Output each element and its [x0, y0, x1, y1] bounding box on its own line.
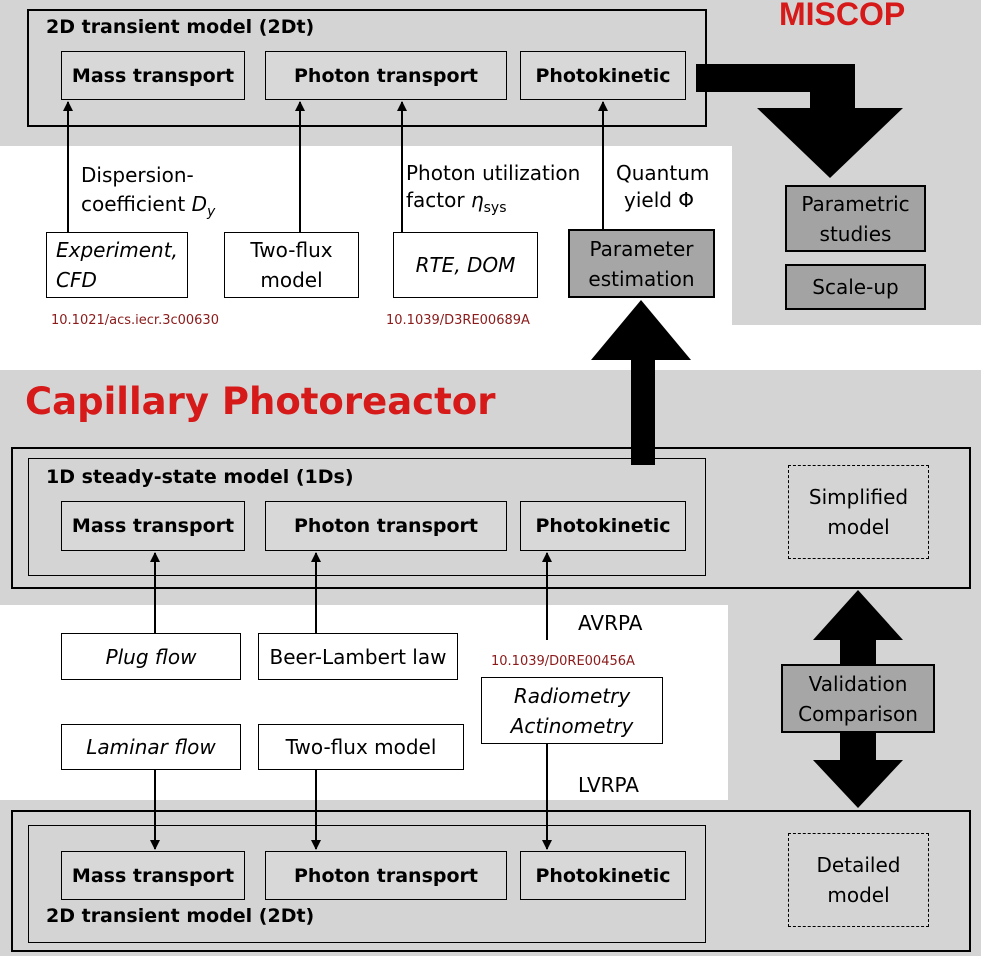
miscop-title: MISCOP: [779, 0, 906, 32]
quantum-yield-line2: yield Φ: [624, 188, 695, 212]
middle-mass-transport-box: Mass transport: [61, 501, 245, 551]
top-model-title: 2D transient model (2Dt): [46, 16, 315, 38]
middle-model-title: 1D steady-state model (1Ds): [46, 466, 354, 488]
quantum-yield-line1: Quantum: [616, 161, 710, 185]
doi-top-left: 10.1021/acs.iecr.3c00630: [51, 313, 219, 328]
radiometry-actinometry-box: Radiometry Actinometry: [481, 677, 663, 744]
avrpa-label: AVRPA: [578, 611, 643, 635]
laminar-flow-box: Laminar flow: [61, 724, 241, 770]
rte-dom-box: RTE, DOM: [393, 232, 538, 298]
middle-photokinetic-box: Photokinetic: [520, 501, 686, 551]
bottom-photon-transport-box: Photon transport: [265, 851, 507, 900]
beer-lambert-box: Beer-Lambert law: [258, 633, 458, 680]
lvrpa-label: LVRPA: [578, 773, 639, 797]
bottom-model-frame: [28, 825, 706, 943]
parameter-estimation-box: Parameter estimation: [568, 229, 715, 298]
doi-top-right: 10.1039/D3RE00689A: [386, 313, 530, 328]
doi-middle: 10.1039/D0RE00456A: [491, 654, 635, 669]
middle-model-frame: [28, 458, 706, 576]
plug-flow-box: Plug flow: [61, 633, 241, 680]
top-photokinetic-box: Photokinetic: [520, 51, 686, 100]
simplified-model-box: Simplified model: [788, 465, 929, 559]
two-flux-model-lower-box: Two-flux model: [258, 724, 464, 770]
experiment-cfd-box: Experiment, CFD: [46, 232, 188, 298]
middle-photon-transport-box: Photon transport: [265, 501, 507, 551]
dispersion-label-line2: coefficient Dy: [81, 192, 216, 220]
top-photon-transport-box: Photon transport: [265, 51, 507, 100]
scale-up-box: Scale-up: [785, 264, 926, 310]
photon-utilization-line2: factor ηsys: [406, 188, 507, 216]
dispersion-subscript: y: [207, 204, 216, 220]
two-flux-model-box: Two-flux model: [224, 232, 359, 298]
dispersion-label-line1: Dispersion-: [81, 163, 194, 187]
top-mass-transport-box: Mass transport: [61, 51, 245, 100]
bottom-model-title: 2D transient model (2Dt): [46, 905, 315, 927]
validation-comparison-box: Validation Comparison: [781, 664, 935, 733]
bottom-photokinetic-box: Photokinetic: [520, 851, 686, 900]
photon-utilization-subscript: sys: [483, 200, 507, 216]
capillary-photoreactor-title: Capillary Photoreactor: [25, 380, 496, 423]
middle-outer-frame: [11, 447, 971, 589]
bottom-outer-frame: [11, 810, 971, 952]
bottom-mass-transport-box: Mass transport: [61, 851, 245, 900]
parametric-studies-box: Parametric studies: [785, 185, 926, 252]
detailed-model-box: Detailed model: [788, 833, 929, 927]
photon-utilization-line1: Photon utilization: [406, 161, 581, 185]
photon-utilization-symbol: η: [470, 188, 484, 212]
dispersion-symbol: D: [191, 192, 208, 216]
